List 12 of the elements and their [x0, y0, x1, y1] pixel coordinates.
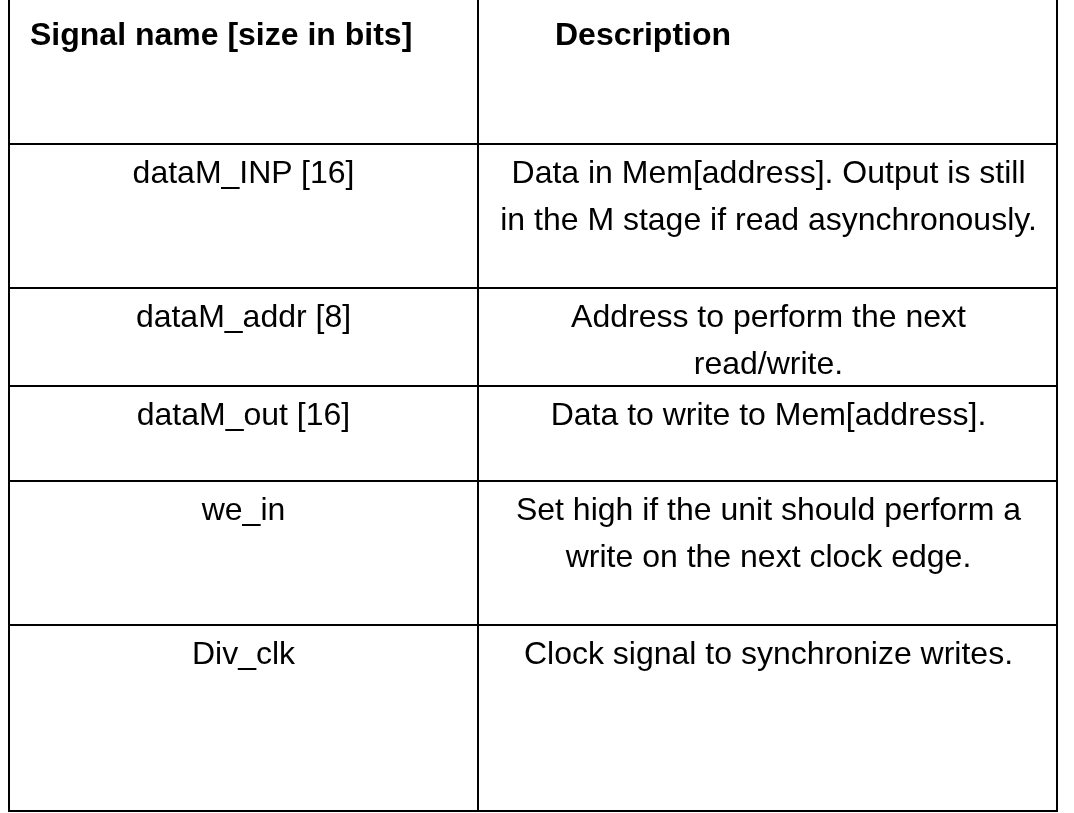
signal-name: dataM_out [16] [136, 396, 351, 432]
signal-description: Clock signal to synchronize writes. [523, 635, 1014, 671]
signal-name: Div_clk [191, 635, 296, 671]
signal-description: Set high if the unit should perform a write on the next clock edge. [515, 491, 1022, 574]
signal-description: Data to write to Mem[address]. [550, 396, 987, 432]
column-heading: Description [555, 16, 732, 52]
column-heading: Signal name [size in bits] [30, 16, 413, 52]
signal-name: dataM_INP [16] [132, 154, 355, 190]
signal-name: we_in [201, 491, 286, 527]
signal-description: Data in Mem[address]. Output is still in the M stage if read asynchronously. [500, 154, 1037, 237]
signal-name: dataM_addr [8] [135, 298, 352, 334]
signal-description: Address to perform the next read/write. [571, 298, 966, 381]
